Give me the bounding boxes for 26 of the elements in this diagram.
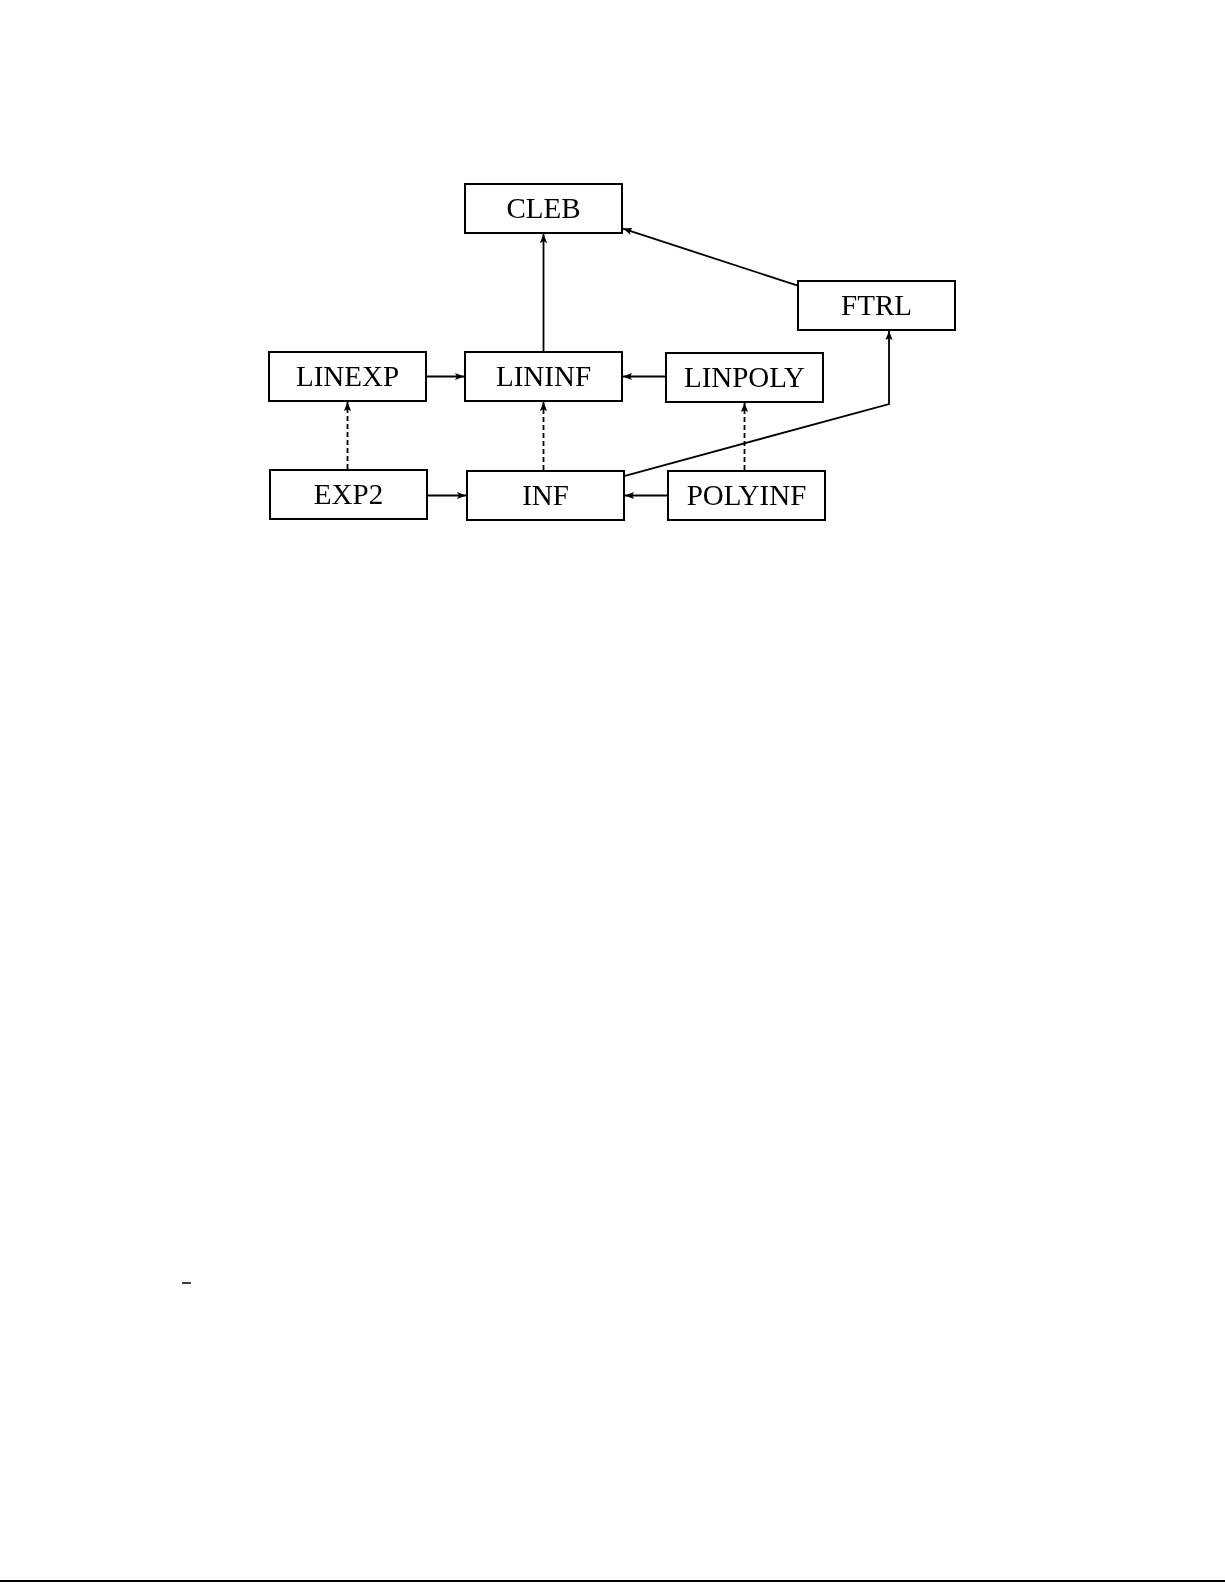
arrow [622, 227, 798, 287]
process-box [797, 280, 956, 331]
node-label: INF [522, 479, 569, 512]
node-label: FTRL [841, 289, 912, 322]
process-box [466, 470, 625, 521]
node-label: LINEXP [295, 360, 400, 393]
process-box [464, 183, 623, 234]
node-label: LININF [495, 360, 591, 393]
process-box [665, 352, 824, 403]
node-label: EXP2 [313, 478, 384, 511]
process-box [269, 469, 428, 520]
arrow [426, 372, 465, 381]
arrow [624, 330, 893, 477]
arrow [740, 402, 749, 471]
arrow [427, 491, 467, 500]
process-box [464, 351, 623, 402]
arrow [622, 372, 666, 381]
process-box [268, 351, 427, 402]
node-label: POLYINF [686, 479, 807, 512]
arrow [539, 233, 548, 352]
node-label: CLEB [506, 192, 581, 225]
process-box [667, 470, 826, 521]
node-label: LINPOLY [683, 361, 806, 394]
arrow [343, 401, 352, 470]
arrow [624, 491, 668, 500]
arrow [539, 401, 548, 471]
